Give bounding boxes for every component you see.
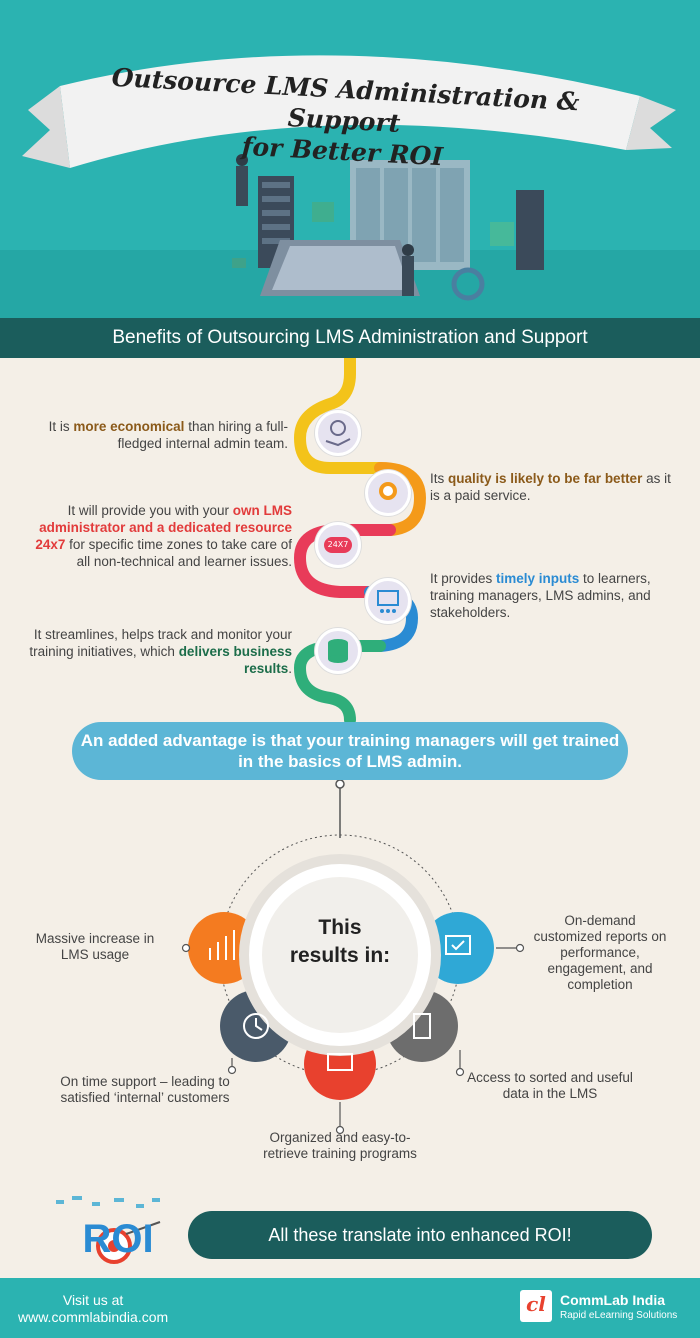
benefits-title: Benefits of Outsourcing LMS Administrati… <box>112 327 588 348</box>
benefit-business-results: It streamlines, helps track and monitor … <box>29 627 292 676</box>
result-on-time-support: On time support – leading to satisfied ‘… <box>60 1074 230 1105</box>
ribbon-tail-right <box>626 96 676 150</box>
bar-chart-icon <box>209 930 235 960</box>
clock-icon <box>243 1013 269 1039</box>
box-icon <box>490 222 514 246</box>
path-green <box>293 640 386 726</box>
ribbon-tail-left <box>22 86 70 168</box>
brand-tagline: Rapid eLearning Solutions <box>560 1310 678 1321</box>
benefits-header-bar: Benefits of Outsourcing LMS Administrati… <box>0 318 700 358</box>
gear-icon <box>451 267 485 301</box>
visit-us: Visit us at www.commlabindia.com <box>18 1292 169 1325</box>
door-exit-icon <box>413 1013 431 1039</box>
monitor-check-icon <box>445 935 471 955</box>
box-icon <box>312 202 334 222</box>
commlab-logo: cl <box>520 1290 552 1322</box>
mail-icon <box>232 258 246 268</box>
results-wheel <box>181 780 525 1135</box>
path-yellow <box>293 358 386 474</box>
website-link[interactable]: www.commlabindia.com <box>18 1309 169 1325</box>
quality-badge-icon <box>365 470 411 516</box>
support-24x7-icon: 24X7 <box>315 522 361 568</box>
benefit-dedicated-admin: It will provide you with your own LMS ad… <box>35 503 292 569</box>
result-organized-programs: Organized and easy-to-retrieve training … <box>263 1130 417 1161</box>
path-orange <box>374 462 427 536</box>
benefit-quality: Its quality is likely to be far better a… <box>430 471 671 503</box>
laptop-icon <box>260 240 420 296</box>
title-ribbon <box>60 55 640 168</box>
roi-graphic <box>56 1196 161 1264</box>
brand-name: CommLab India <box>560 1292 666 1308</box>
roi-word: ROI <box>82 1217 154 1261</box>
result-reports: On-demand customized reports on performa… <box>533 913 667 992</box>
benefit-economical: It is more economical than hiring a full… <box>48 419 288 451</box>
presentation-icon <box>365 578 411 624</box>
people-icon <box>236 154 414 296</box>
roi-text: All these translate into enhanced ROI! <box>268 1225 572 1245</box>
center-inner <box>262 877 418 1033</box>
result-lms-usage: Massive increase in LMS usage <box>35 931 155 962</box>
hero-illustration <box>22 55 676 301</box>
footer: Visit us at www.commlabindia.com cl Comm… <box>0 1278 700 1338</box>
results-center-label: This results in: <box>289 916 391 967</box>
database-icon <box>315 628 361 674</box>
hero-header: Outsource LMS Administration & Support f… <box>0 0 700 318</box>
badge-24x7: 24X7 <box>324 537 352 553</box>
advantage-pill: An added advantage is that your training… <box>72 722 628 780</box>
benefit-timely-inputs: It provides timely inputs to learners, t… <box>430 571 651 620</box>
money-hand-icon <box>315 410 361 456</box>
computer-click-icon <box>327 1053 353 1071</box>
result-sorted-data: Access to sorted and useful data in the … <box>467 1070 633 1101</box>
advantage-text: An added advantage is that your training… <box>80 731 620 771</box>
roi-bar: All these translate into enhanced ROI! <box>188 1211 652 1259</box>
